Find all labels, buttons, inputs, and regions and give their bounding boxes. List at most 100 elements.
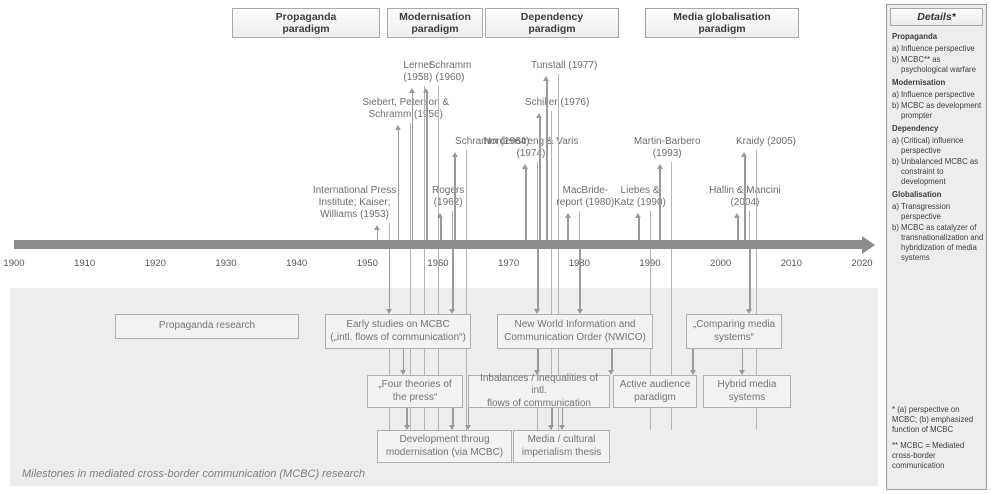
milestone-arrowhead-icon: [409, 88, 416, 93]
details-footnote: ** MCBC = Mediated cross-border communic…: [892, 441, 965, 470]
details-panel: [886, 4, 987, 490]
milestone-label: Siebert, Peterson & Schramm (1956): [362, 97, 450, 120]
milestone-arrow-shaft: [638, 218, 640, 240]
flow-arrow-arrowhead-icon: [399, 370, 406, 375]
details-list-item: b)Unbalanced MCBC as constraint to devel…: [892, 157, 984, 187]
axis-tick-label: 1930: [215, 258, 237, 269]
milestone-guide-line: [650, 211, 651, 240]
milestone-arrow-shaft: [397, 130, 400, 240]
details-footnote: * (a) perspective on MCBC; (b) emphasize…: [892, 405, 974, 434]
paradigm-label-line1: Propaganda: [275, 10, 337, 23]
flow-arrow-shaft: [748, 249, 751, 309]
concept-box: Development throug modernisation (via MC…: [377, 430, 512, 463]
flow-arrow-arrowhead-icon: [449, 309, 456, 314]
milestone-guide-line: [466, 150, 468, 240]
flow-arrow-shaft: [406, 408, 408, 425]
paradigm-label-line2: paradigm: [528, 23, 576, 35]
milestone-label: Schramm (1960): [428, 60, 472, 83]
axis-bar: [14, 240, 862, 249]
concept-box: „Comparing media systems“: [686, 314, 782, 349]
milestone-guide-line: [748, 211, 750, 240]
details-item-marker: a): [892, 89, 899, 99]
milestone-guide-line: [438, 86, 439, 240]
milestone-arrowhead-icon: [437, 213, 444, 218]
milestone-label: Rogers (1962): [432, 185, 465, 208]
axis-tick-label: 1940: [286, 258, 308, 269]
flow-arrow-shaft: [551, 408, 553, 425]
milestone-label: Tunstall (1977): [530, 60, 598, 71]
concept-box: Inbalances / inequalities of intl. flows…: [468, 373, 610, 409]
paradigm-label-line2: paradigm: [282, 23, 330, 35]
flow-arrow-arrowhead-icon: [464, 425, 471, 430]
milestone-arrow-shaft: [524, 169, 527, 240]
concept-box: Propaganda research: [115, 314, 299, 339]
concept-box: Hybrid media systems: [703, 375, 791, 408]
concept-box: Early studies on MCBC („intl. flows of c…: [325, 314, 471, 349]
milestone-arrow-shaft: [440, 218, 442, 240]
flow-arrow-arrowhead-icon: [739, 370, 746, 375]
details-list-item: a)Influence perspective: [892, 90, 984, 100]
details-item-marker: a): [892, 135, 899, 145]
axis-tick-label: 1920: [144, 258, 166, 269]
milestone-label: International Press Institute; Kaiser; W…: [312, 185, 397, 220]
details-section-heading: Modernisation: [892, 78, 946, 87]
milestone-arrowhead-icon: [734, 213, 741, 218]
details-item-text: Influence perspective: [901, 43, 975, 53]
milestone-arrow-shaft: [376, 230, 379, 240]
flow-arrow-shaft: [536, 349, 539, 370]
milestone-arrow-shaft: [744, 157, 746, 240]
details-item-text: Influence perspective: [901, 89, 975, 99]
milestone-arrow-shaft: [454, 157, 456, 240]
flow-arrow-arrowhead-icon: [746, 309, 753, 314]
paradigm-label-line1: Dependency: [520, 10, 584, 23]
axis-tick-label: 1990: [633, 258, 667, 269]
details-list-item: b)MCBC as catalyzer of transnationalizat…: [892, 223, 984, 263]
flow-arrow-arrowhead-icon: [689, 370, 696, 375]
flow-arrow-shaft: [611, 349, 613, 370]
milestone-arrow-shaft: [539, 118, 541, 240]
flow-arrow-arrowhead-icon: [548, 425, 555, 430]
milestone-label: Liebes & Katz (1990): [614, 185, 666, 208]
details-item-marker: b): [892, 101, 899, 110]
axis-tick-label: 2020: [851, 258, 873, 269]
details-item-text: Transgression perspective: [901, 201, 951, 221]
flow-arrow-shaft: [579, 249, 581, 309]
flow-guide-line: [671, 249, 673, 430]
details-item-marker: a): [892, 201, 899, 211]
milestone-arrow-shaft: [546, 81, 548, 240]
details-item-marker: b): [892, 223, 899, 232]
flow-arrow-shaft: [452, 249, 454, 309]
milestone-arrowhead-icon: [656, 164, 663, 169]
milestone-guide-line: [452, 211, 454, 240]
milestone-label: Schramm (1964): [455, 136, 530, 147]
details-item-text: (Critical) influence perspective: [901, 135, 964, 155]
details-list-item: a)(Critical) influence perspective: [892, 136, 984, 156]
flow-arrow-arrowhead-icon: [534, 309, 541, 314]
milestone-arrowhead-icon: [536, 113, 543, 118]
milestone-label: Lerner (1958): [403, 60, 433, 83]
milestone-arrowhead-icon: [543, 76, 550, 81]
milestone-guide-line: [536, 162, 538, 240]
concept-box: Media / cultural imperialism thesis: [513, 430, 610, 463]
concept-box: „Four theories of the press“: [367, 375, 463, 408]
axis-tick-label: 1950: [356, 258, 378, 269]
paradigm-label-line1: Media globalisation: [673, 10, 771, 23]
milestone-arrowhead-icon: [423, 88, 430, 93]
flow-arrow-shaft: [467, 408, 470, 425]
details-item-text: Unbalanced MCBC as constraint to develop…: [901, 157, 979, 186]
flow-arrow-shaft: [741, 349, 744, 370]
milestone-guide-line: [388, 223, 390, 240]
milestone-arrowhead-icon: [451, 152, 458, 157]
axis-arrowhead-icon: [862, 235, 875, 254]
flow-arrow-arrowhead-icon: [608, 370, 615, 375]
milestone-arrowhead-icon: [373, 225, 380, 230]
milestone-arrow-shaft: [736, 218, 739, 240]
flow-arrow-shaft: [452, 408, 454, 425]
flow-arrow-shaft: [561, 408, 564, 425]
milestone-guide-line: [423, 86, 425, 240]
milestone-label: Martin-Barbero (1993): [633, 136, 701, 159]
